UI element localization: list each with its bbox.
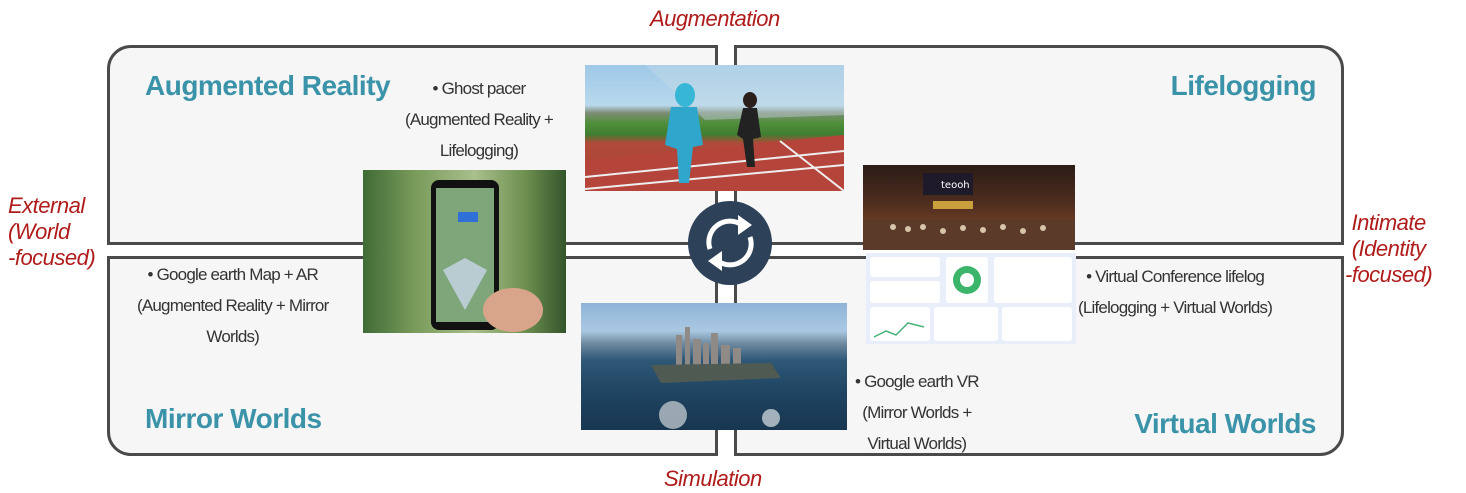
svg-text:teooh: teooh bbox=[941, 180, 970, 191]
axis-top-label: Augmentation bbox=[650, 6, 780, 31]
ghost-pacer-photo bbox=[585, 65, 844, 191]
augmented-reality-title: Augmented Reality bbox=[145, 70, 391, 101]
virtual-conference-photo: teooh bbox=[863, 165, 1075, 250]
google-earth-ar-example: • Google earth Map + AR (Augmented Reali… bbox=[137, 265, 329, 346]
google-earth-vr-example: • Google earth VR (Mirror Worlds + Virtu… bbox=[855, 372, 980, 453]
google-earth-ar-photo bbox=[363, 170, 566, 333]
ghost-pacer-example: • Ghost pacer (Augmented Reality + Lifel… bbox=[405, 79, 554, 160]
axis-left-label: External (World -focused) bbox=[8, 193, 96, 270]
axis-bottom-label: Simulation bbox=[664, 466, 762, 491]
lifelogging-title: Lifelogging bbox=[1170, 70, 1317, 101]
dashboard-screenshot bbox=[866, 253, 1076, 344]
virtual-conference-example: • Virtual Conference lifelog (Lifeloggin… bbox=[1078, 267, 1273, 317]
cycle-icon bbox=[688, 201, 772, 285]
google-earth-vr-photo bbox=[581, 303, 847, 430]
mirror-worlds-title: Mirror Worlds bbox=[145, 403, 322, 434]
virtual-worlds-title: Virtual Worlds bbox=[1134, 408, 1316, 439]
axis-right-label: Intimate (Identity -focused) bbox=[1345, 210, 1433, 287]
